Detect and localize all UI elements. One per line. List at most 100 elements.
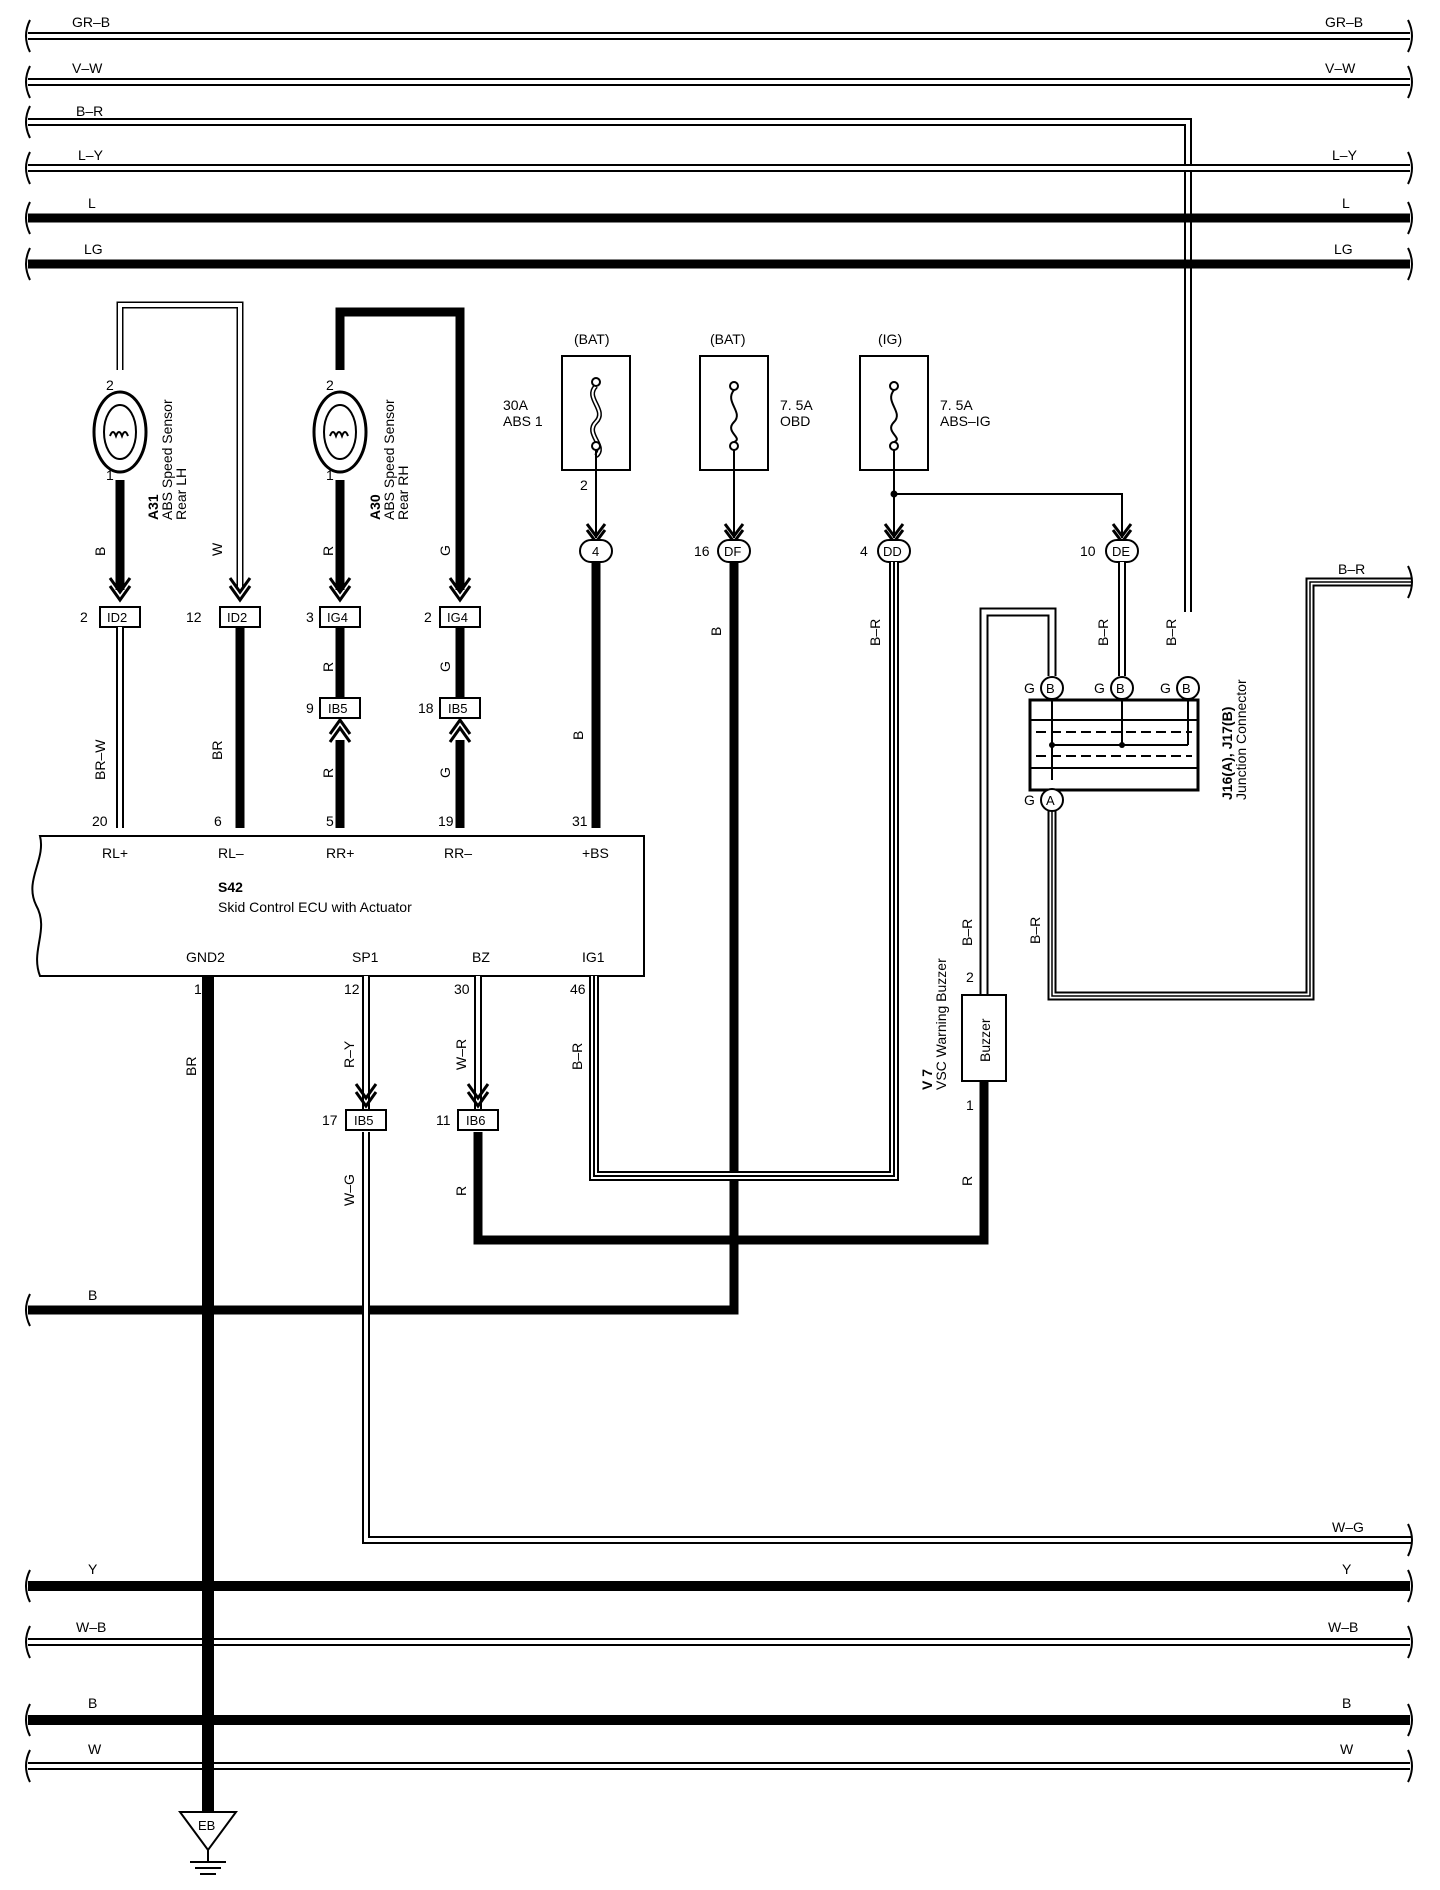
pin-letter: B xyxy=(1046,681,1055,696)
fuse-abs1: (BAT) 30A ABS 1 2 xyxy=(503,331,631,493)
wire-label: R xyxy=(320,768,336,778)
conn-ib5-left: IB5 9 xyxy=(306,697,361,719)
wire-label: B xyxy=(92,547,108,556)
conn-name: DF xyxy=(724,544,741,559)
wire-label: B–R xyxy=(569,1043,585,1070)
pin-name: RL– xyxy=(218,845,244,861)
fuse-amp: 30A xyxy=(503,397,529,413)
conn-pin: 9 xyxy=(306,700,314,716)
wire-label: B xyxy=(570,731,586,740)
wire-label: W–R xyxy=(453,1039,469,1070)
fuse-amp: 7. 5A xyxy=(940,397,973,413)
fuse-amp: 7. 5A xyxy=(780,397,813,413)
bus-y: Y Y xyxy=(28,1561,1410,1591)
ecu-top-pins: 20 RL+ 6 RL– 5 RR+ 19 RR– 31 +BS xyxy=(92,813,609,861)
ecu-bottom-wires xyxy=(202,976,1412,1812)
right-break-marks xyxy=(1407,19,1413,281)
wire-label: B–R xyxy=(1027,917,1043,944)
bus-b-low: B B xyxy=(28,1695,1410,1725)
pin-color: G xyxy=(1024,792,1035,808)
fuse-wire-labels: B B B–R B–R B–R xyxy=(570,619,1179,740)
fuse-source: (BAT) xyxy=(710,331,746,347)
conn-pin: 2 xyxy=(424,609,432,625)
bus-label-right: L–Y xyxy=(1332,147,1358,163)
bus-w-b: W–B W–B xyxy=(28,1619,1410,1646)
bus-lg: LG LG xyxy=(28,241,1410,269)
bus-label-right: LG xyxy=(1334,241,1353,257)
a30-pin-1: 1 xyxy=(326,467,334,483)
conn-fuse-4: 4 xyxy=(579,539,613,563)
bus-label-left: V–W xyxy=(72,60,103,76)
mid-wires xyxy=(116,627,465,828)
ecu-bottom-pins: GND2 1 SP1 12 BZ 30 IG1 46 xyxy=(186,949,605,997)
a31-wires xyxy=(115,301,244,590)
fuse-name: ABS–IG xyxy=(940,413,991,429)
ground-label: EB xyxy=(198,1818,215,1833)
wire-label: R xyxy=(320,662,336,672)
pin-number: 12 xyxy=(344,981,360,997)
bus-b-r: B–R xyxy=(28,103,1192,612)
pin-name: BZ xyxy=(472,949,490,965)
wire-label: BR xyxy=(209,741,225,760)
a30-side: Rear RH xyxy=(395,466,411,520)
a31-side: Rear LH xyxy=(173,468,189,520)
a30-pin-2: 2 xyxy=(326,377,334,393)
wire-label: BR–W xyxy=(92,739,108,780)
connector-arrows-top xyxy=(108,577,472,603)
pin-name: RR– xyxy=(444,845,472,861)
conn-pin: 12 xyxy=(186,609,202,625)
pin-color: G xyxy=(1024,680,1035,696)
pin-letter: B xyxy=(1116,681,1125,696)
conn-pin: 2 xyxy=(80,609,88,625)
conn-name: IB5 xyxy=(448,701,468,716)
left-break-marks xyxy=(25,19,31,281)
conn-pin: 18 xyxy=(418,700,434,716)
conn-name: ID2 xyxy=(227,610,247,625)
pin-name: RR+ xyxy=(326,845,354,861)
pin-number: 6 xyxy=(214,813,222,829)
right-branch-break xyxy=(1407,565,1413,599)
conn-id2-right: ID2 12 xyxy=(186,606,261,628)
buzzer-code: V 7 xyxy=(919,1069,935,1090)
bus-label-right: B xyxy=(1342,1695,1351,1711)
a30-sensor: 2 1 A30 ABS Speed Sensor Rear RH xyxy=(312,377,411,520)
junction-code: J16(A), J17(B) xyxy=(1219,707,1235,800)
ecu-code: S42 xyxy=(218,879,243,895)
bottom-wire-labels: BR R–Y W–R B–R W–G R B–R B–R R xyxy=(183,917,1043,1206)
bus-label-left: B xyxy=(88,1695,97,1711)
pin-name: GND2 xyxy=(186,949,225,965)
bus-label-right: Y xyxy=(1342,1561,1352,1577)
a31-name: ABS Speed Sensor xyxy=(159,399,175,520)
buzzer: Buzzer 2 1 V 7 VSC Warning Buzzer xyxy=(919,958,1007,1113)
conn-ig4-right: IG4 2 xyxy=(424,606,481,628)
buzzer-pin: 2 xyxy=(966,969,974,985)
wire-label: W–G xyxy=(341,1174,357,1206)
bus-label-right: W–G xyxy=(1332,1519,1364,1535)
conn-ig4-left: IG4 3 xyxy=(306,606,361,628)
a31-pin-1: 1 xyxy=(106,467,114,483)
junction-name: Junction Connector xyxy=(1233,679,1249,800)
bus-label-right: W xyxy=(1340,1741,1354,1757)
a31-pin-2: 2 xyxy=(106,377,114,393)
conn-ib5-right: IB5 18 xyxy=(418,697,481,719)
fuse-obd: (BAT) 7. 5A OBD xyxy=(699,331,813,471)
ecu-name: Skid Control ECU with Actuator xyxy=(218,899,412,915)
pin-number: 1 xyxy=(194,981,202,997)
conn-name: DE xyxy=(1112,544,1130,559)
pin-number: 5 xyxy=(326,813,334,829)
bus-label-left: L xyxy=(88,195,96,211)
pin-number: 31 xyxy=(572,813,588,829)
pin-name: RL+ xyxy=(102,845,128,861)
junction-label: J16(A), J17(B) Junction Connector xyxy=(1219,679,1249,800)
a30-wires xyxy=(335,307,465,590)
conn-pin: 16 xyxy=(694,543,710,559)
bus-label-left: W xyxy=(88,1741,102,1757)
pin-number: 30 xyxy=(454,981,470,997)
conn-name: IG4 xyxy=(447,610,468,625)
a31-code: A31 xyxy=(145,494,161,520)
conn-pin: 3 xyxy=(306,609,314,625)
wire-label: R xyxy=(959,1176,975,1186)
bus-label-right: L xyxy=(1342,195,1350,211)
conn-df: DF 16 xyxy=(694,539,751,563)
